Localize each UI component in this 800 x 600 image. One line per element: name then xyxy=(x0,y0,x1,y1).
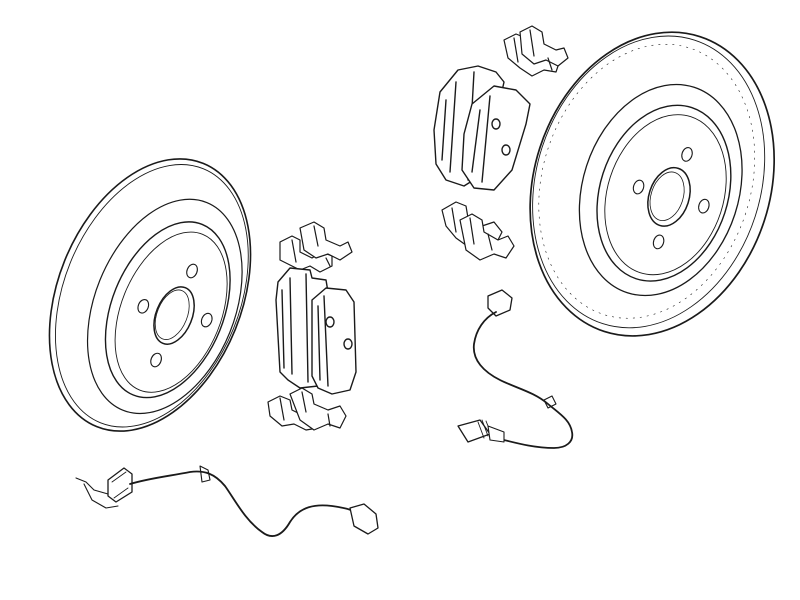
front-brake-disc xyxy=(529,31,776,337)
front-brake-pad-set xyxy=(433,65,531,191)
bolt-holes xyxy=(137,263,213,368)
rear-brake-disc xyxy=(48,158,252,432)
rear-pad-clips xyxy=(267,221,353,431)
rear-wear-sensor xyxy=(75,465,379,537)
rear-brake-pad-set xyxy=(275,267,357,395)
front-wear-sensor xyxy=(457,289,574,449)
front-pad-clips xyxy=(441,25,569,261)
bolt-holes xyxy=(632,147,710,250)
